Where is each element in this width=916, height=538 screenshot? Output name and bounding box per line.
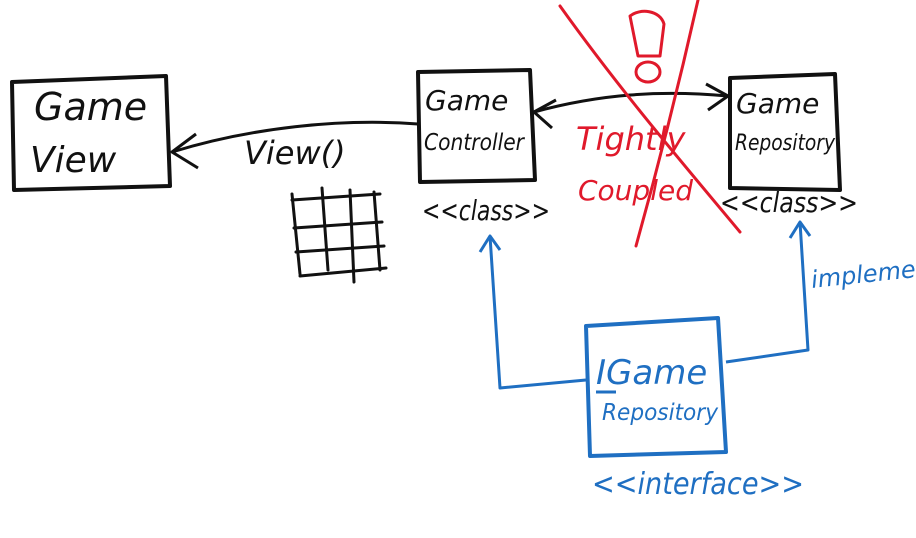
game-repository-title-line1: Game — [736, 87, 819, 120]
controller-depends-on-interface-edge — [478, 234, 587, 390]
game-repository-node: Game Repository <<class>> — [720, 72, 858, 219]
game-repository-stereotype: <<class>> — [720, 186, 858, 219]
implement-label: implement — [810, 252, 916, 294]
game-view-title-line1: Game — [34, 85, 147, 129]
game-view-title-line2: View — [30, 140, 117, 181]
igame-repository-node: IGame Repository <<interface>> — [584, 316, 804, 502]
game-controller-stereotype: <<class>> — [422, 194, 550, 227]
game-controller-title-line1: Game — [425, 84, 508, 117]
igame-repository-title-line2: Repository — [602, 400, 718, 426]
cross-out-stroke-1 — [558, 4, 742, 234]
game-repository-title-line2: Repository — [735, 131, 836, 156]
game-view-node: Game View — [10, 74, 172, 192]
view-call-label: View() — [244, 134, 346, 172]
tight-coupling-edge — [532, 82, 730, 130]
igame-repository-stereotype: <<interface>> — [592, 467, 804, 502]
grid-sketch — [290, 186, 388, 284]
cross-out-stroke-2 — [634, 0, 700, 248]
game-controller-title-line2: Controller — [424, 130, 525, 156]
tight-coupling-label-line2: Coupled — [578, 174, 693, 207]
tight-coupling-label-line1: Tightly — [576, 120, 686, 158]
game-controller-node: Game Controller <<class>> — [416, 68, 550, 227]
view-call-edge: View() — [170, 120, 419, 172]
igame-repository-title-line1: IGame — [596, 353, 707, 393]
tight-coupling-warning: Tightly Coupled — [558, 0, 742, 248]
exclamation-icon — [628, 9, 666, 84]
repository-implements-interface-edge: implement — [725, 220, 916, 364]
